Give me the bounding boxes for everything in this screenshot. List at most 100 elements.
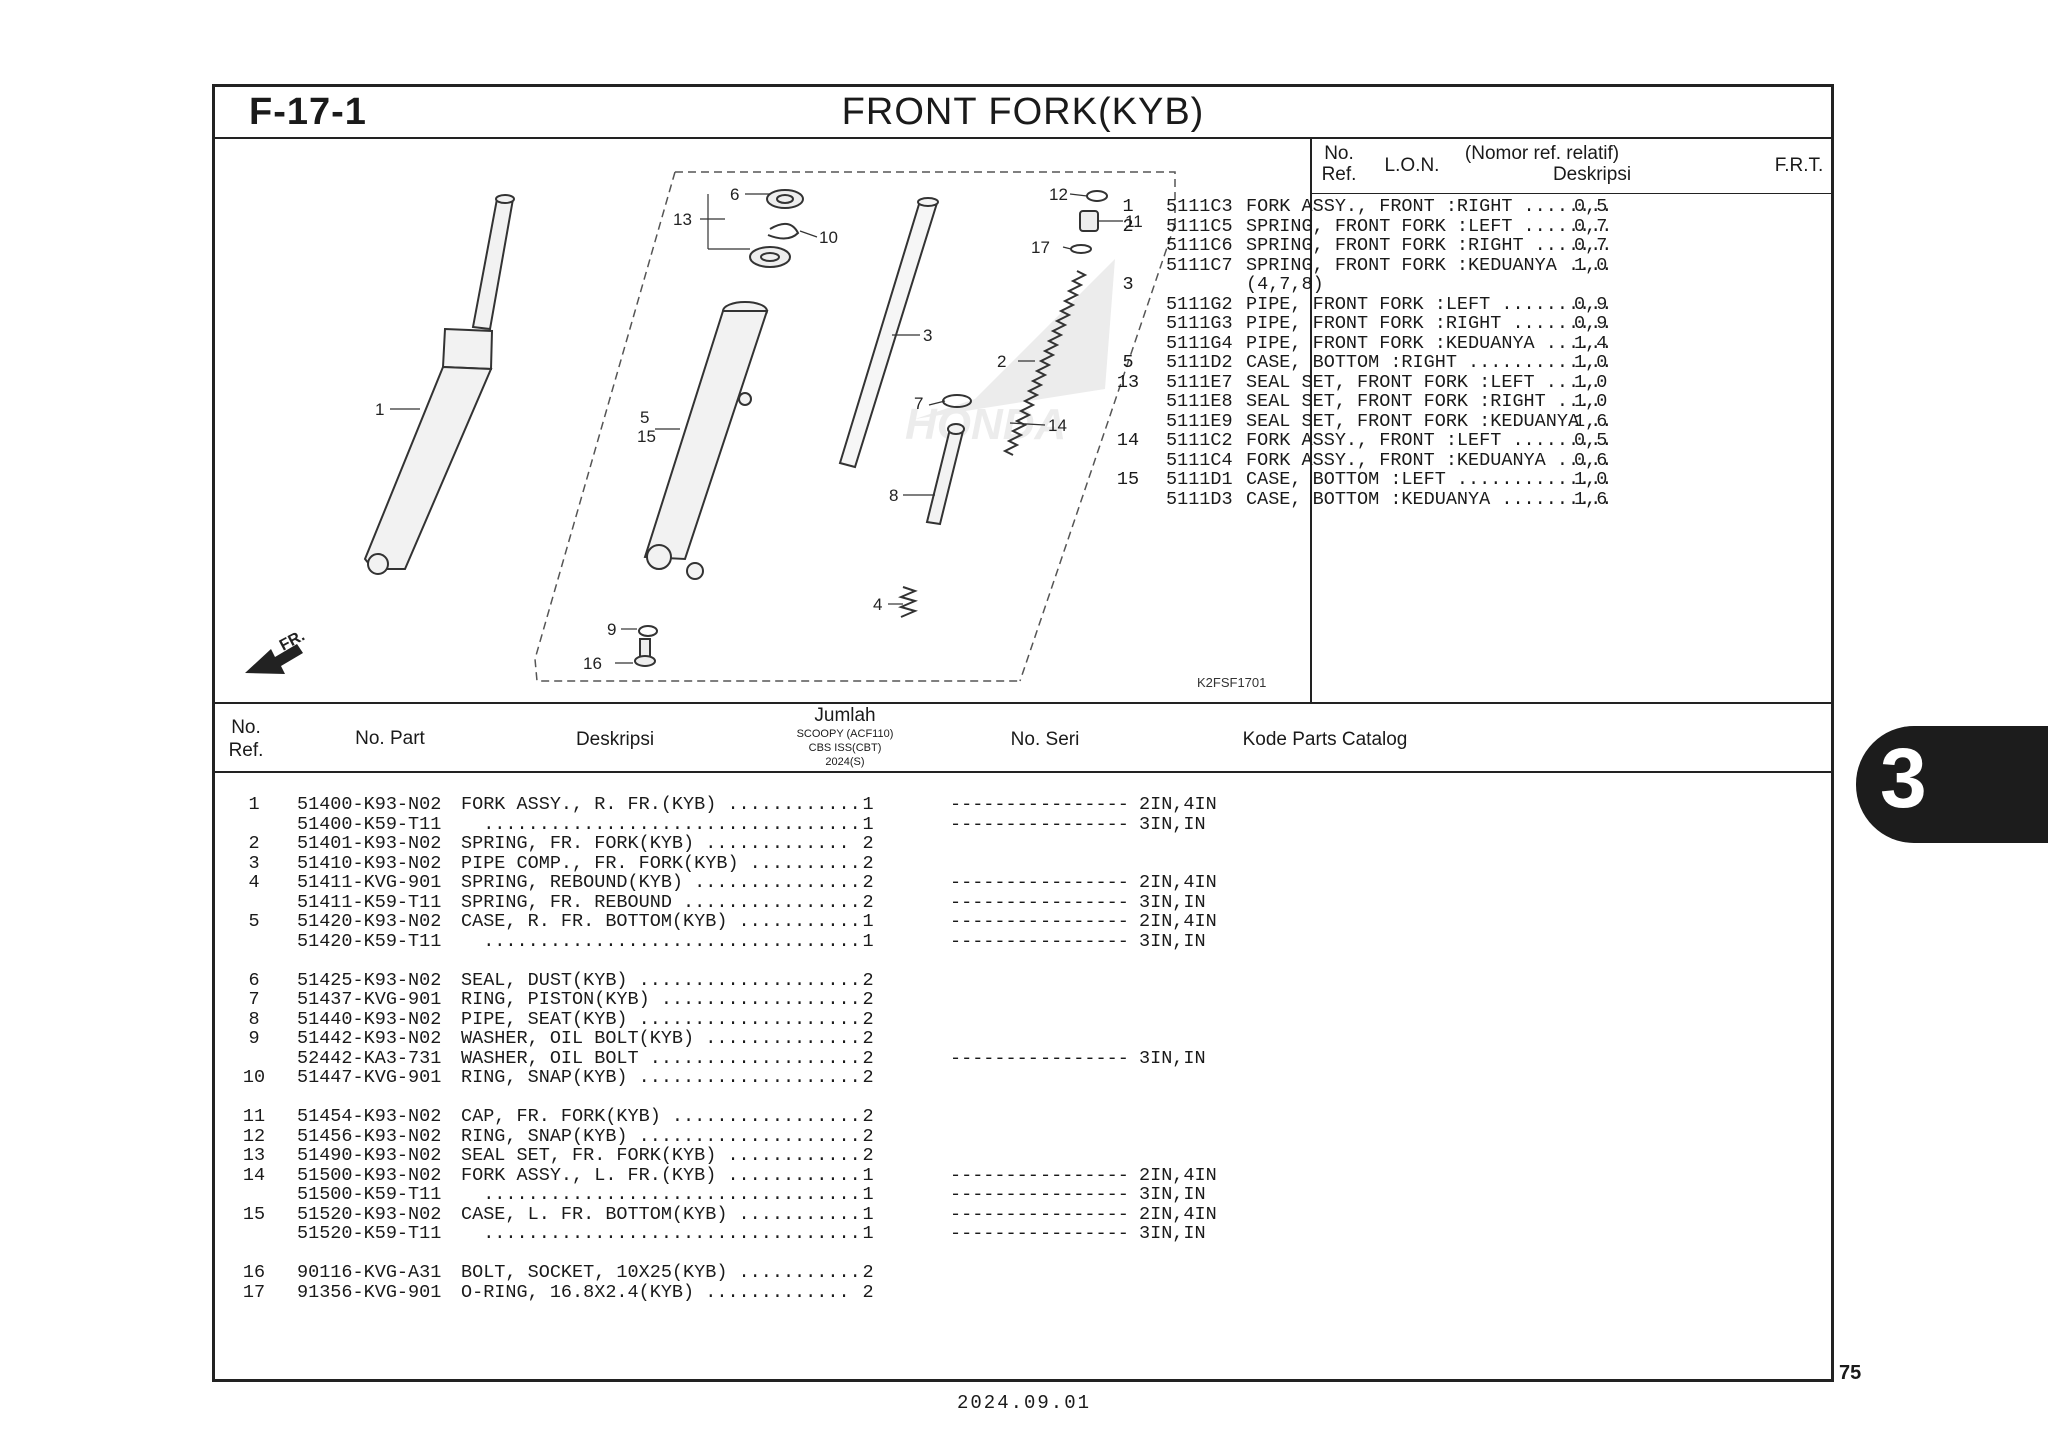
callout-15: 15	[637, 427, 656, 446]
lon-cell-lon: 5111D3	[1166, 488, 1233, 510]
lon-cell-ref: 5	[1122, 352, 1134, 373]
lon-cell-desc: SEAL SET, FRONT FORK :RIGHT ....	[1246, 391, 1602, 412]
parts-cell-part: 51447-KVG-901	[297, 1067, 442, 1088]
callout-4: 4	[873, 595, 882, 614]
parts-cell-qty: 2	[862, 1145, 874, 1166]
parts-cell-ref: 13	[242, 1145, 266, 1166]
parts-cell-ref: 8	[248, 1008, 260, 1030]
parts-cell-qty: 2	[862, 1125, 874, 1147]
parts-cell-desc: SPRING, FR. FORK(KYB) .............	[461, 833, 850, 854]
print-date: 2024.09.01	[956, 1392, 1092, 1414]
lon-cell-lon: 5111E8	[1166, 391, 1233, 412]
parts-cell-cat: 3IN,IN	[1139, 1184, 1206, 1205]
callout-14: 14	[1048, 416, 1067, 435]
lon-cell-lon: 5111D2	[1166, 352, 1233, 373]
parts-cell-s1: --------	[950, 1223, 1039, 1244]
o-ring-17	[1070, 244, 1092, 254]
parts-cell-ref: 4	[248, 872, 260, 893]
parts-cell-s2: --------	[1040, 1047, 1129, 1069]
lon-cell-lon: 5111G3	[1166, 313, 1233, 334]
parts-cell-ref: 2	[248, 833, 260, 854]
svg-text:FR.: FR.	[277, 627, 308, 654]
lon-header-noref: No. Ref.	[1321, 143, 1357, 185]
parts-cell-s1: --------	[950, 794, 1039, 815]
parts-cell-part: 51456-K93-N02	[297, 1125, 442, 1147]
lon-cell-desc: PIPE, FRONT FORK :KEDUANYA ......	[1246, 332, 1613, 354]
parts-cell-s1: --------	[950, 1164, 1039, 1186]
callout-16: 16	[583, 654, 602, 673]
parts-cell-cat: 2IN,4IN	[1139, 872, 1217, 893]
lon-cell-lon: 5111C3	[1166, 196, 1233, 217]
lon-cell-frt: 1,0	[1574, 254, 1608, 276]
lon-table-header: No. Ref. L.O.N. (Nomor ref. relatif) Des…	[1312, 139, 1832, 194]
parts-cell-qty: 2	[862, 989, 874, 1010]
parts-header-nopart: No. Part	[355, 728, 425, 749]
lon-cell-frt: 0,5	[1574, 430, 1608, 451]
parts-cell-s1: --------	[950, 911, 1039, 932]
parts-cell-desc: CASE, R. FR. BOTTOM(KYB) ...........	[461, 911, 861, 932]
parts-cell-desc: CAP, FR. FORK(KYB) .................	[461, 1106, 861, 1127]
fork-assembly-1	[363, 194, 515, 575]
parts-cell-ref: 12	[242, 1125, 266, 1147]
lon-cell-lon: 5111D1	[1166, 469, 1233, 490]
page-number: 75	[1839, 1362, 1862, 1384]
parts-cell-desc: ..................................	[461, 1184, 861, 1205]
parts-cell-part: 51411-K59-T11	[297, 891, 442, 913]
parts-header-qty-sub2: CBS ISS(CBT)	[808, 742, 882, 754]
parts-cell-s2: --------	[1040, 930, 1129, 952]
parts-cell-s2: --------	[1040, 794, 1129, 815]
callout-5: 5	[640, 408, 649, 427]
parts-cell-part: 91356-KVG-901	[297, 1281, 442, 1303]
parts-cell-ref: 5	[248, 911, 260, 932]
lon-cell-desc: CASE, BOTTOM :KEDUANYA ..........	[1246, 488, 1613, 510]
parts-header-qty-sub1: SCOOPY (ACF110)	[796, 728, 894, 740]
parts-cell-ref: 3	[248, 852, 260, 874]
parts-cell-s1: --------	[950, 1203, 1039, 1225]
parts-cell-cat: 3IN,IN	[1139, 930, 1206, 952]
parts-cell-qty: 2	[862, 1281, 874, 1303]
lon-cell-lon: 5111C7	[1166, 254, 1233, 276]
callout-1: 1	[375, 400, 384, 419]
parts-cell-s1: --------	[950, 1184, 1039, 1205]
lon-header-frt: F.R.T.	[1774, 155, 1824, 176]
callout-7: 7	[914, 394, 923, 413]
parts-cell-desc: ..................................	[461, 813, 861, 835]
lon-cell-frt: 1,6	[1574, 488, 1608, 510]
parts-cell-s2: --------	[1040, 911, 1129, 932]
parts-header-noref: No. Ref.	[228, 717, 264, 761]
parts-cell-desc: SPRING, REBOUND(KYB) ...............	[461, 872, 861, 893]
parts-cell-s1: --------	[950, 891, 1039, 913]
snap-ring-10	[767, 222, 800, 240]
parts-cell-desc: ..................................	[461, 1223, 861, 1244]
parts-header-qty-sub3: 2024(S)	[825, 756, 865, 768]
parts-cell-desc: WASHER, OIL BOLT(KYB) ..............	[461, 1028, 861, 1049]
callout-2: 2	[997, 352, 1006, 371]
front-direction-arrow: FR.	[245, 627, 308, 674]
lon-cell-lon: 5111C6	[1166, 235, 1233, 256]
parts-cell-part: 51500-K59-T11	[297, 1184, 442, 1205]
lon-cell-frt: 0,9	[1574, 313, 1608, 334]
parts-cell-qty: 1	[862, 813, 874, 835]
parts-cell-qty: 2	[862, 1067, 874, 1088]
parts-cell-desc: SEAL SET, FR. FORK(KYB) ............	[461, 1145, 861, 1166]
lon-cell-ref: 2	[1122, 215, 1134, 237]
parts-cell-s2: --------	[1040, 1203, 1129, 1225]
lon-cell-desc: PIPE, FRONT FORK :RIGHT .........	[1246, 313, 1613, 334]
parts-cell-desc: RING, SNAP(KYB) ....................	[461, 1125, 861, 1147]
parts-cell-part: 51490-K93-N02	[297, 1145, 442, 1166]
parts-cell-part: 51520-K93-N02	[297, 1203, 442, 1225]
lon-cell-ref: 15	[1116, 469, 1140, 490]
lon-cell-desc: FORK ASSY., FRONT :KEDUANYA .....	[1246, 449, 1613, 471]
parts-cell-part: 51442-K93-N02	[297, 1028, 442, 1049]
lon-cell-lon: 5111C4	[1166, 449, 1233, 471]
parts-cell-ref: 11	[242, 1106, 266, 1127]
oil-seal	[749, 246, 791, 268]
callout-10: 10	[819, 228, 838, 247]
parts-cell-qty: 2	[862, 1106, 874, 1127]
parts-cell-qty: 2	[862, 833, 874, 854]
parts-cell-part: 52442-KA3-731	[297, 1047, 442, 1069]
washer-9	[638, 625, 658, 637]
parts-cell-part: 51500-K93-N02	[297, 1164, 442, 1186]
callout-9: 9	[607, 620, 616, 639]
parts-cell-ref: 1	[248, 794, 260, 815]
